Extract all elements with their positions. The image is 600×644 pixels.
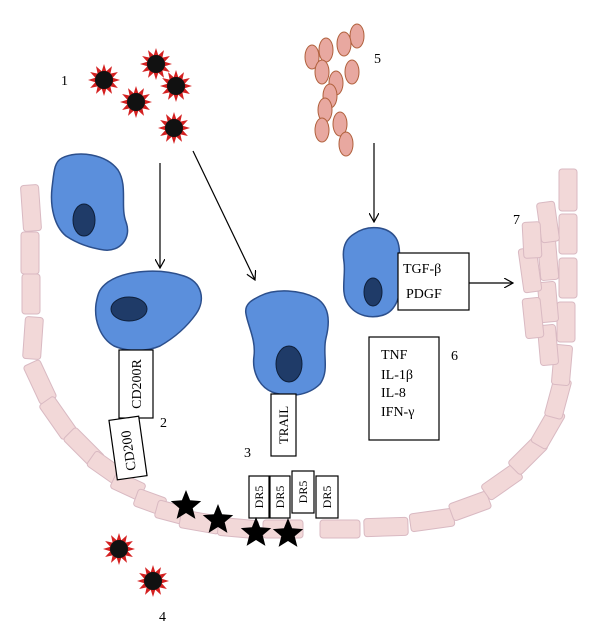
red-blood-cell bbox=[338, 131, 354, 157]
tgf-beta-label: TGF-β bbox=[403, 262, 441, 277]
label-4: 4 bbox=[159, 610, 166, 625]
cytokine-box: TNF IL-1β IL-8 IFN-γ bbox=[368, 336, 440, 441]
virus-particle bbox=[120, 86, 152, 118]
virus-particle bbox=[160, 70, 192, 102]
red-blood-cell bbox=[304, 44, 320, 70]
il8-label: IL-8 bbox=[381, 386, 406, 401]
il1-beta-label: IL-1β bbox=[381, 368, 413, 383]
label-6: 6 bbox=[451, 349, 458, 364]
dr5-receptor-3: DR5 bbox=[291, 470, 315, 514]
virus-particle bbox=[140, 48, 172, 80]
virus-particle bbox=[103, 533, 135, 565]
dr5-label: DR5 bbox=[320, 486, 334, 509]
ifn-gamma-label: IFN-γ bbox=[381, 405, 414, 420]
tissue-segment bbox=[319, 519, 361, 539]
tissue-segment bbox=[363, 516, 409, 538]
virus-particles bbox=[88, 48, 192, 597]
red-blood-cell bbox=[336, 31, 352, 57]
red-blood-cell bbox=[332, 111, 348, 137]
cell-trail bbox=[244, 290, 330, 397]
tissue-segment bbox=[556, 301, 576, 343]
label-5: 5 bbox=[374, 52, 381, 67]
cell-msc-right bbox=[342, 226, 402, 318]
dr5-receptor-2: DR5 bbox=[269, 475, 291, 519]
label-2: 2 bbox=[160, 416, 167, 431]
tissue-segment bbox=[448, 491, 492, 521]
tissue-segment bbox=[408, 507, 456, 533]
dr5-receptor-1: DR5 bbox=[248, 475, 270, 519]
cd200-label: CD200 bbox=[119, 429, 139, 471]
virus-particle bbox=[158, 112, 190, 144]
red-blood-cell bbox=[318, 37, 334, 63]
death-signal-stars bbox=[170, 490, 304, 547]
cd200-ligand: CD200 bbox=[108, 415, 148, 481]
star bbox=[202, 504, 234, 533]
red-blood-cells bbox=[304, 23, 365, 157]
star bbox=[272, 518, 304, 547]
tissue-segment bbox=[558, 213, 578, 255]
label-7: 7 bbox=[513, 213, 520, 228]
star bbox=[170, 490, 202, 519]
tissue-segment bbox=[558, 168, 578, 212]
red-blood-cell bbox=[314, 117, 330, 143]
dr5-label: DR5 bbox=[252, 486, 266, 509]
dr5-label: DR5 bbox=[273, 486, 287, 509]
arrow-to-trail-cell bbox=[192, 150, 255, 280]
trail-ligand: TRAIL bbox=[270, 393, 297, 457]
tissue-segment bbox=[21, 273, 41, 315]
tissue-segment bbox=[521, 296, 545, 340]
dr5-receptor-4: DR5 bbox=[315, 475, 339, 519]
star bbox=[240, 517, 272, 546]
red-blood-cell bbox=[344, 59, 360, 85]
tissue-segment bbox=[521, 221, 543, 259]
tissue-segment bbox=[22, 316, 44, 360]
cell-cd200r bbox=[94, 270, 203, 352]
cell-top-left bbox=[50, 153, 129, 251]
red-blood-cell bbox=[349, 23, 365, 49]
tissue-segment bbox=[558, 257, 578, 299]
pdgf-label: PDGF bbox=[406, 287, 442, 302]
cd200r-label: CD200R bbox=[130, 358, 145, 408]
tissue-segment bbox=[20, 184, 42, 232]
label-1: 1 bbox=[61, 74, 68, 89]
tnf-label: TNF bbox=[381, 348, 408, 363]
red-blood-cell bbox=[314, 59, 330, 85]
dr5-label: DR5 bbox=[296, 481, 310, 504]
virus-particle bbox=[88, 64, 120, 96]
cd200r-receptor: CD200R bbox=[118, 349, 154, 419]
growth-factor-box: TGF-β PDGF bbox=[397, 252, 470, 311]
tissue-segment bbox=[20, 231, 40, 275]
virus-particle bbox=[137, 565, 169, 597]
trail-label: TRAIL bbox=[276, 406, 291, 444]
label-3: 3 bbox=[244, 446, 251, 461]
